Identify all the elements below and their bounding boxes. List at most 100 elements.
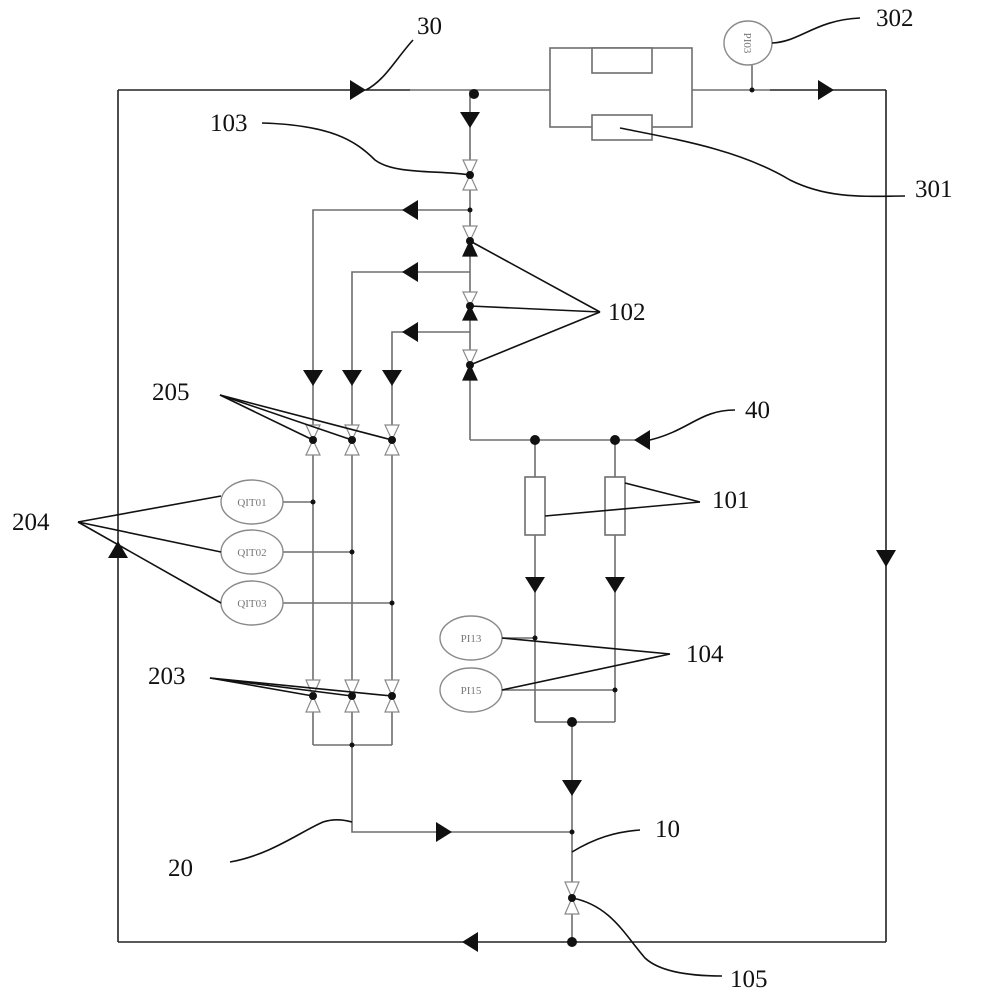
label-301: 301 [915,176,953,203]
leader-30 [365,39,414,91]
valve-203b-top [344,679,360,698]
pi113-label: PI13 [461,633,482,645]
arrow-column-2-down [342,370,362,386]
valve-203a-bottom [305,694,321,713]
leader-204a [77,495,222,523]
junction-branch-1 [467,207,473,213]
leader-101b [624,482,701,503]
label-105: 105 [730,966,768,993]
valve-203b-bottom [344,694,360,713]
leader-204b [77,521,222,553]
leader-103 [261,122,471,176]
valve-205a-top [305,424,321,442]
arrow-101-left-down [525,577,545,593]
valve-102b-top [462,291,478,308]
junction-101-right [610,435,620,445]
arrow-branch-2 [402,262,418,282]
valve-205b-bottom [344,438,360,456]
junction-qit03 [389,600,395,606]
valve-102c-bottom [462,363,478,381]
gauge-302-label: PI03 [741,33,753,54]
valve-103-top [462,159,478,177]
column-3-pipe [391,331,470,745]
label-30: 30 [417,13,442,40]
qit01-gauge [220,479,284,525]
valve-102a-bottom [462,239,478,257]
central-column-pipes [469,90,650,441]
arrow-bottom-left [462,932,478,952]
arrow-left-up [108,541,128,558]
label-204: 204 [12,509,50,536]
leader-40 [649,409,736,441]
arrow-inlet-30 [350,80,366,100]
valve-203c-bottom [384,694,400,713]
qit02-label: QIT02 [237,547,266,559]
arrow-branch-20-right [436,822,452,842]
leader-203c [209,677,393,697]
leader-20 [229,818,353,863]
label-10: 10 [655,816,680,843]
leader-302 [771,17,861,44]
leader-205c [219,394,393,441]
arrow-main-10-down [562,780,582,796]
junction-bottom-header [349,742,355,748]
valves [305,159,580,915]
junction-bottom [567,937,577,947]
junction-qit02 [349,549,355,555]
valve-203c-top [384,679,400,698]
junction-top [469,89,479,99]
leader-10 [571,829,641,853]
arrow-branch-1 [402,200,418,220]
junction-101-left [530,435,540,445]
label-20: 20 [168,855,193,882]
valve-105-bottom [564,896,580,915]
leader-102c [469,311,601,366]
label-104: 104 [686,641,724,668]
label-101: 101 [712,487,750,514]
qit03-label: QIT03 [237,598,267,610]
leader-104a [501,637,671,655]
label-40: 40 [745,397,770,424]
leader-203a [209,677,314,697]
junction-main-10-top [567,717,577,727]
leader-102a [469,240,601,313]
filter-block-301 [549,47,693,141]
leader-205a [219,394,314,441]
label-103: 103 [210,110,248,137]
valve-102c-top [462,349,478,367]
column-2-pipe [351,271,470,745]
flowmeter-101-left [524,476,546,536]
pi115-label: PI15 [461,685,482,697]
junction-qit01 [310,499,316,505]
valve-102a-top [462,225,478,243]
valve-205a-bottom [305,438,321,456]
leader-205b [219,394,353,441]
branch-101-pipes [524,440,626,942]
junction-dots [309,87,755,947]
flow-arrows [108,80,896,952]
quality-gauges: QIT01 QIT02 QIT03 PI13 PI15 [220,479,535,713]
flowmeter-101-right [604,476,626,536]
junction-pi113 [532,635,538,641]
arrow-right-down [876,550,896,567]
qit01-label: QIT01 [237,497,266,509]
arrow-inlet-40 [634,430,650,450]
leader-102b [469,305,601,313]
leader-105 [571,897,723,977]
label-102: 102 [608,299,646,326]
arrow-column-1-down [303,370,323,386]
valve-205c-top [384,424,400,442]
arrow-column-3-down [382,370,402,386]
label-302: 302 [876,5,914,32]
valve-205c-bottom [384,438,400,456]
leader-104b [501,653,671,691]
junction-branch-20 [569,829,575,835]
arrow-branch-3 [402,322,418,342]
leader-204c [77,521,222,604]
leader-301 [619,127,906,198]
arrow-outlet-top [818,80,834,100]
leader-lines [77,17,906,977]
arrow-central-down [460,112,480,128]
junction-gauge-302 [749,87,755,93]
